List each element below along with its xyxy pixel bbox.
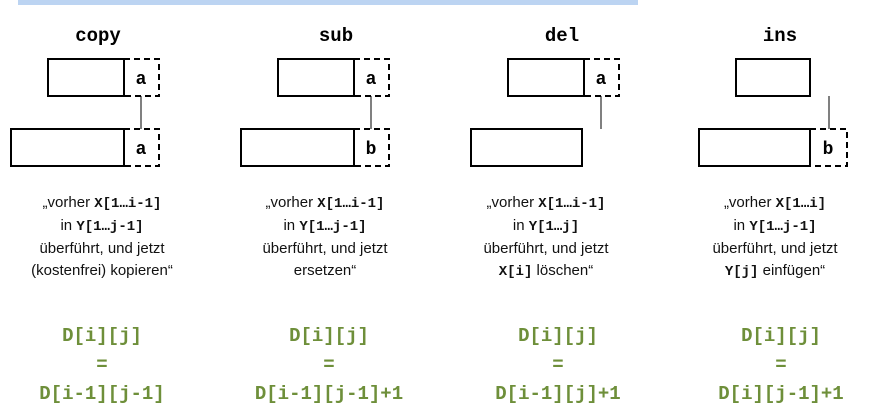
description-line: überführt, und jetzt bbox=[483, 240, 609, 257]
formula-rhs: D[i-1][j-1] bbox=[39, 383, 165, 405]
description-line: überführt, und jetzt bbox=[712, 240, 838, 257]
formula-equals: = bbox=[96, 354, 108, 376]
description-line: überführt, und jetzt bbox=[39, 240, 165, 257]
formula-equals: = bbox=[552, 354, 564, 376]
description-line: in Y[1…j] bbox=[512, 217, 580, 235]
description-line: „vorher X[1…i] bbox=[723, 194, 827, 212]
formula-lhs: D[i][j] bbox=[289, 325, 369, 347]
description-line: in Y[1…j-1] bbox=[733, 217, 817, 235]
formula-lhs: D[i][j] bbox=[518, 325, 598, 347]
description-line: in Y[1…j-1] bbox=[283, 217, 367, 235]
ins-bottom-letter: b bbox=[823, 140, 834, 160]
copy-top-box bbox=[47, 58, 125, 97]
column-title-copy: copy bbox=[75, 25, 121, 47]
del-top-box bbox=[507, 58, 585, 97]
del-top-char-box bbox=[583, 58, 620, 97]
formula-rhs: D[i][j-1]+1 bbox=[718, 383, 844, 405]
del-bottom-box bbox=[470, 128, 583, 167]
del-top-letter: a bbox=[596, 70, 607, 90]
description-line: X[i] löschen“ bbox=[498, 262, 594, 280]
sub-bottom-char-box bbox=[353, 128, 390, 167]
top-accent-bar bbox=[18, 0, 638, 5]
description-line: „vorher X[1…i-1] bbox=[486, 194, 606, 212]
column-title-ins: ins bbox=[763, 25, 797, 47]
copy-bottom-letter: a bbox=[136, 140, 147, 160]
formula-lhs: D[i][j] bbox=[741, 325, 821, 347]
copy-formula: D[i][j] = D[i-1][j-1] bbox=[0, 322, 222, 409]
sub-description: „vorher X[1…i-1] in Y[1…j-1] überführt, … bbox=[215, 192, 435, 282]
formula-rhs: D[i-1][j]+1 bbox=[495, 383, 621, 405]
sub-bottom-letter: b bbox=[366, 140, 377, 160]
sub-top-letter: a bbox=[366, 70, 377, 90]
formula-equals: = bbox=[775, 354, 787, 376]
ins-description: „vorher X[1…i] in Y[1…j-1] überführt, un… bbox=[665, 192, 882, 283]
copy-bottom-box bbox=[10, 128, 125, 167]
description-line: „vorher X[1…i-1] bbox=[265, 194, 385, 212]
ins-bottom-char-box bbox=[809, 128, 848, 167]
description-line: in Y[1…j-1] bbox=[60, 217, 144, 235]
del-formula: D[i][j] = D[i-1][j]+1 bbox=[438, 322, 678, 409]
column-title-del: del bbox=[545, 25, 579, 47]
copy-bottom-char-box bbox=[123, 128, 160, 167]
formula-rhs: D[i-1][j-1]+1 bbox=[254, 383, 404, 405]
del-description: „vorher X[1…i-1] in Y[1…j] überführt, un… bbox=[436, 192, 656, 283]
sub-bottom-box bbox=[240, 128, 355, 167]
ins-top-box bbox=[735, 58, 811, 97]
sub-formula: D[i][j] = D[i-1][j-1]+1 bbox=[209, 322, 449, 409]
description-line: (kostenfrei) kopieren“ bbox=[31, 262, 173, 279]
copy-top-char-box bbox=[123, 58, 160, 97]
formula-equals: = bbox=[323, 354, 335, 376]
description-line: „vorher X[1…i-1] bbox=[42, 194, 162, 212]
column-title-sub: sub bbox=[319, 25, 353, 47]
copy-description: „vorher X[1…i-1] in Y[1…j-1] überführt, … bbox=[0, 192, 212, 282]
description-line: ersetzen“ bbox=[293, 262, 357, 279]
ins-formula: D[i][j] = D[i][j-1]+1 bbox=[661, 322, 882, 409]
sub-top-char-box bbox=[353, 58, 390, 97]
copy-top-letter: a bbox=[136, 70, 147, 90]
ins-bottom-box bbox=[698, 128, 811, 167]
description-line: überführt, und jetzt bbox=[262, 240, 388, 257]
description-line: Y[j] einfügen“ bbox=[724, 262, 826, 280]
formula-lhs: D[i][j] bbox=[62, 325, 142, 347]
sub-top-box bbox=[277, 58, 355, 97]
